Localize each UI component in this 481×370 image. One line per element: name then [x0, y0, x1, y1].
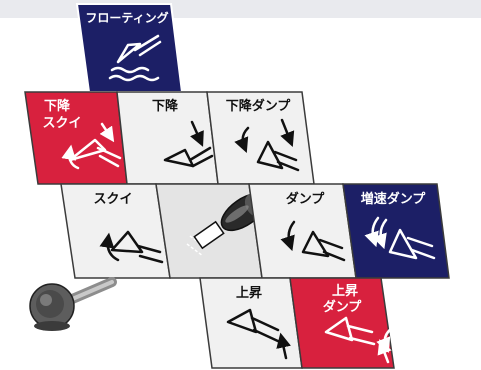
tile-label-lower-curl-line1: 下降 — [44, 98, 71, 114]
tile-speed-dump: 増速ダンプ — [343, 184, 449, 278]
tile-lower: 下降 — [117, 92, 218, 184]
tile-label-lower: 下降 — [152, 98, 179, 114]
tile-label-floating: フローティング — [85, 10, 168, 25]
tile-label-raise-dump-line1: 上昇 — [332, 284, 358, 299]
tile-label-lower-dump: 下降ダンプ — [226, 98, 292, 114]
tile-label-curl: スクイ — [93, 192, 132, 207]
tile-lower-dump: 下降ダンプ — [207, 92, 314, 184]
tile-label-raise-dump-line2: ダンプ — [323, 299, 363, 315]
joystick-knob-icon — [30, 282, 112, 331]
tile-raise: 上昇 — [200, 278, 302, 368]
tile-label-raise: 上昇 — [236, 286, 262, 301]
tile-label-dump: ダンプ — [286, 191, 326, 207]
tile-dump: ダンプ — [249, 184, 356, 278]
tile-label-lower-curl-line2: スクイ — [42, 116, 81, 131]
tile-raise-dump: 上昇 ダンプ — [290, 278, 394, 368]
tile-curl: スクイ — [61, 184, 170, 278]
tile-label-speed-dump: 増速ダンプ — [361, 191, 427, 207]
tile-lower-curl: 下降 スクイ — [25, 92, 127, 184]
tile-floating: フローティング — [77, 4, 182, 92]
